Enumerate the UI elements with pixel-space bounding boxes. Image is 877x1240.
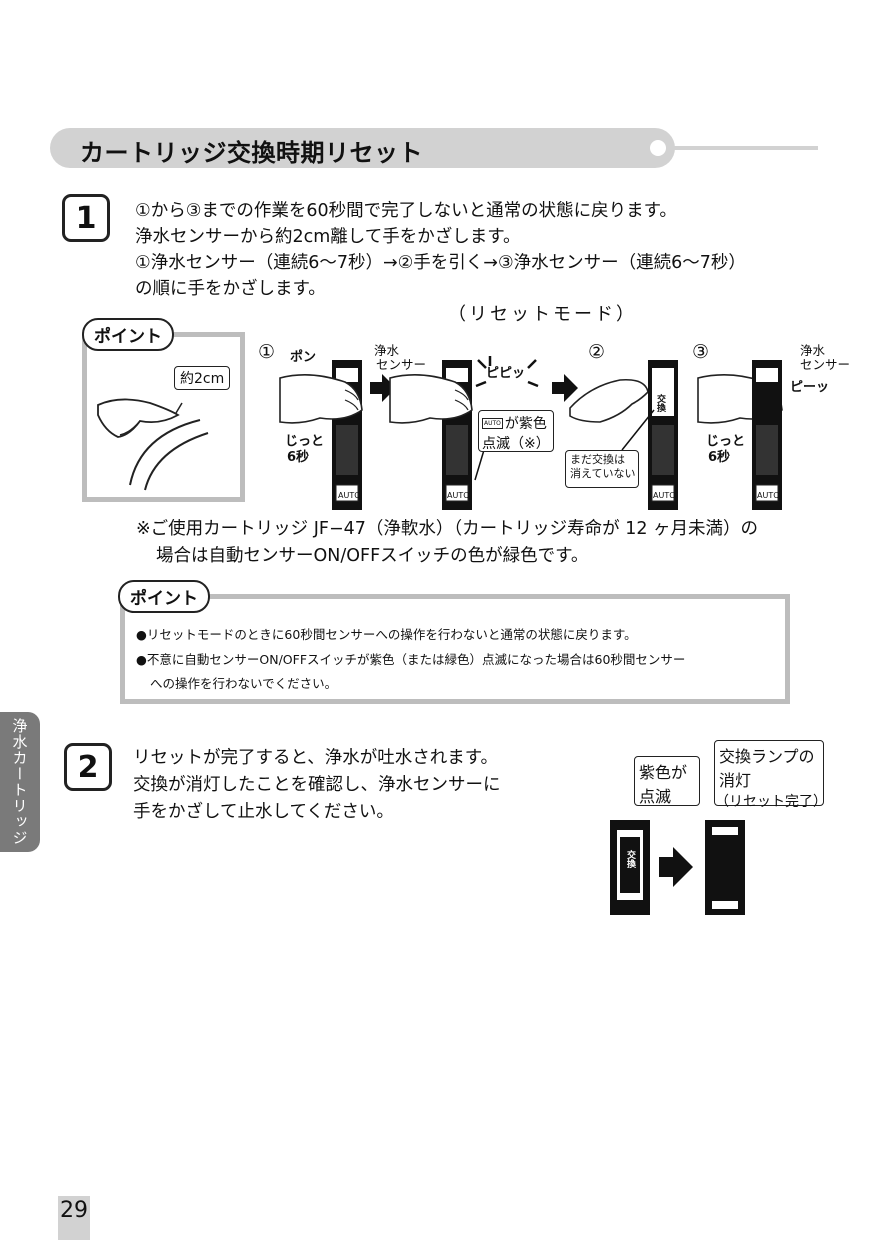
sensor-label-3b: センサー (800, 357, 851, 372)
section-header-bar (50, 128, 675, 168)
auto-button-2: AUTO (447, 491, 470, 500)
purple-blink-callout: AUTO が紫色 点滅（※） (478, 410, 554, 452)
not-off-callout: まだ交換は 消えていない (565, 450, 639, 488)
auto-button-1: AUTO (338, 491, 361, 500)
step-2-line-3: 手をかざして止水してください。 (133, 802, 394, 822)
not-off-text-1: まだ交換は (570, 453, 625, 466)
auto-mini-icon: AUTO (482, 417, 503, 429)
lamp-callout-text-2: 消灯 (719, 771, 752, 790)
page-number: 29 (60, 1198, 88, 1223)
lamp-after (705, 820, 745, 915)
lamp-before (610, 820, 650, 915)
sensor-label-1b: センサー (376, 357, 427, 372)
purple-callout-text-2: 点滅 (639, 787, 672, 806)
faucet-unit-4 (752, 360, 782, 510)
lamp-callout-text-3: （リセット完了） (715, 794, 827, 810)
step-2-number: 2 (64, 743, 112, 791)
note-line-1: ※ご使用カートリッジ JF−47（浄軟水）（カートリッジ寿命が 12 ヶ月未満）… (136, 519, 759, 539)
not-off-text-2: 消えていない (570, 467, 636, 480)
step-2-line-1: リセットが完了すると、浄水が吐水されます。 (133, 748, 499, 768)
header-dot (650, 140, 666, 156)
point-2-bullet-3: への操作を行わないでください。 (150, 676, 338, 691)
kokan-lamp-1: 交換 (655, 394, 665, 412)
kokan-lamp-2: 交換 (625, 850, 635, 868)
point-box-2 (120, 594, 790, 704)
purple-blink-text-1: が紫色 (504, 416, 547, 432)
step-2-line-2: 交換が消灯したことを確認し、浄水センサーに (133, 775, 501, 795)
jitto-3a: じっと (706, 434, 746, 449)
point-1-label: ポイント (82, 318, 174, 351)
step-1-line-2: 浄水センサーから約2cm離して手をかざします。 (135, 227, 521, 247)
sound-pon: ポン (290, 350, 317, 365)
note-line-2: 場合は自動センサーON/OFFスイッチの色が緑色です。 (156, 546, 589, 566)
sensor-label-1a: 浄水 (374, 343, 400, 358)
reset-sequence-illustration (279, 356, 783, 510)
auto-button-3: AUTO (653, 491, 676, 500)
step-1-line-4: の順に手をかざします。 (135, 279, 326, 299)
lamp-callout-text-1: 交換ランプの (719, 747, 815, 766)
sensor-label-3a: 浄水 (800, 343, 826, 358)
faucet-unit-3 (648, 360, 678, 510)
purple-callout-text-1: 紫色が (639, 763, 688, 782)
page-number-bar (58, 1196, 90, 1240)
lamp-off-illustration (610, 820, 745, 915)
side-tab: 浄水カートリッジ (0, 712, 40, 852)
distance-label: 約2cm (174, 366, 231, 390)
section-title: カートリッジ交換時期リセット (80, 139, 423, 167)
step-1-number: 1 (62, 194, 110, 242)
jitto-3b: 6秒 (708, 450, 731, 465)
step-mark-3: ③ (692, 341, 710, 363)
purple-blink-text-2: 点滅（※） (482, 436, 550, 452)
point-2-label: ポイント (118, 580, 210, 613)
step-1-line-1: ①から③までの作業を60秒間で完了しないと通常の状態に戻ります。 (135, 201, 677, 221)
header-line (670, 146, 818, 150)
step-1-line-3: ①浄水センサー（連続6〜7秒）→②手を引く→③浄水センサー（連続6〜7秒） (135, 253, 746, 273)
sound-piitsu: ピーッ (790, 380, 830, 395)
jitto-1b: 6秒 (287, 450, 310, 465)
purple-callout: 紫色が 点滅 (634, 756, 700, 806)
lamp-off-callout: 交換ランプの 消灯 （リセット完了） (714, 740, 827, 810)
step-mark-1: ① (258, 341, 276, 363)
jitto-1a: じっと (285, 434, 325, 449)
sound-pipi: ピピッ (486, 366, 526, 381)
step-mark-2: ② (588, 341, 606, 363)
reset-mode-label: （リセットモード） (448, 304, 637, 325)
point-2-bullet-1: ●リセットモードのときに60秒間センサーへの操作を行わないと通常の状態に戻ります… (136, 627, 637, 642)
hand-distance-illustration (97, 398, 209, 491)
auto-button-4: AUTO (757, 491, 780, 500)
point-2-bullet-2: ●不意に自動センサーON/OFFスイッチが紫色（または緑色）点滅になった場合は6… (136, 652, 686, 667)
